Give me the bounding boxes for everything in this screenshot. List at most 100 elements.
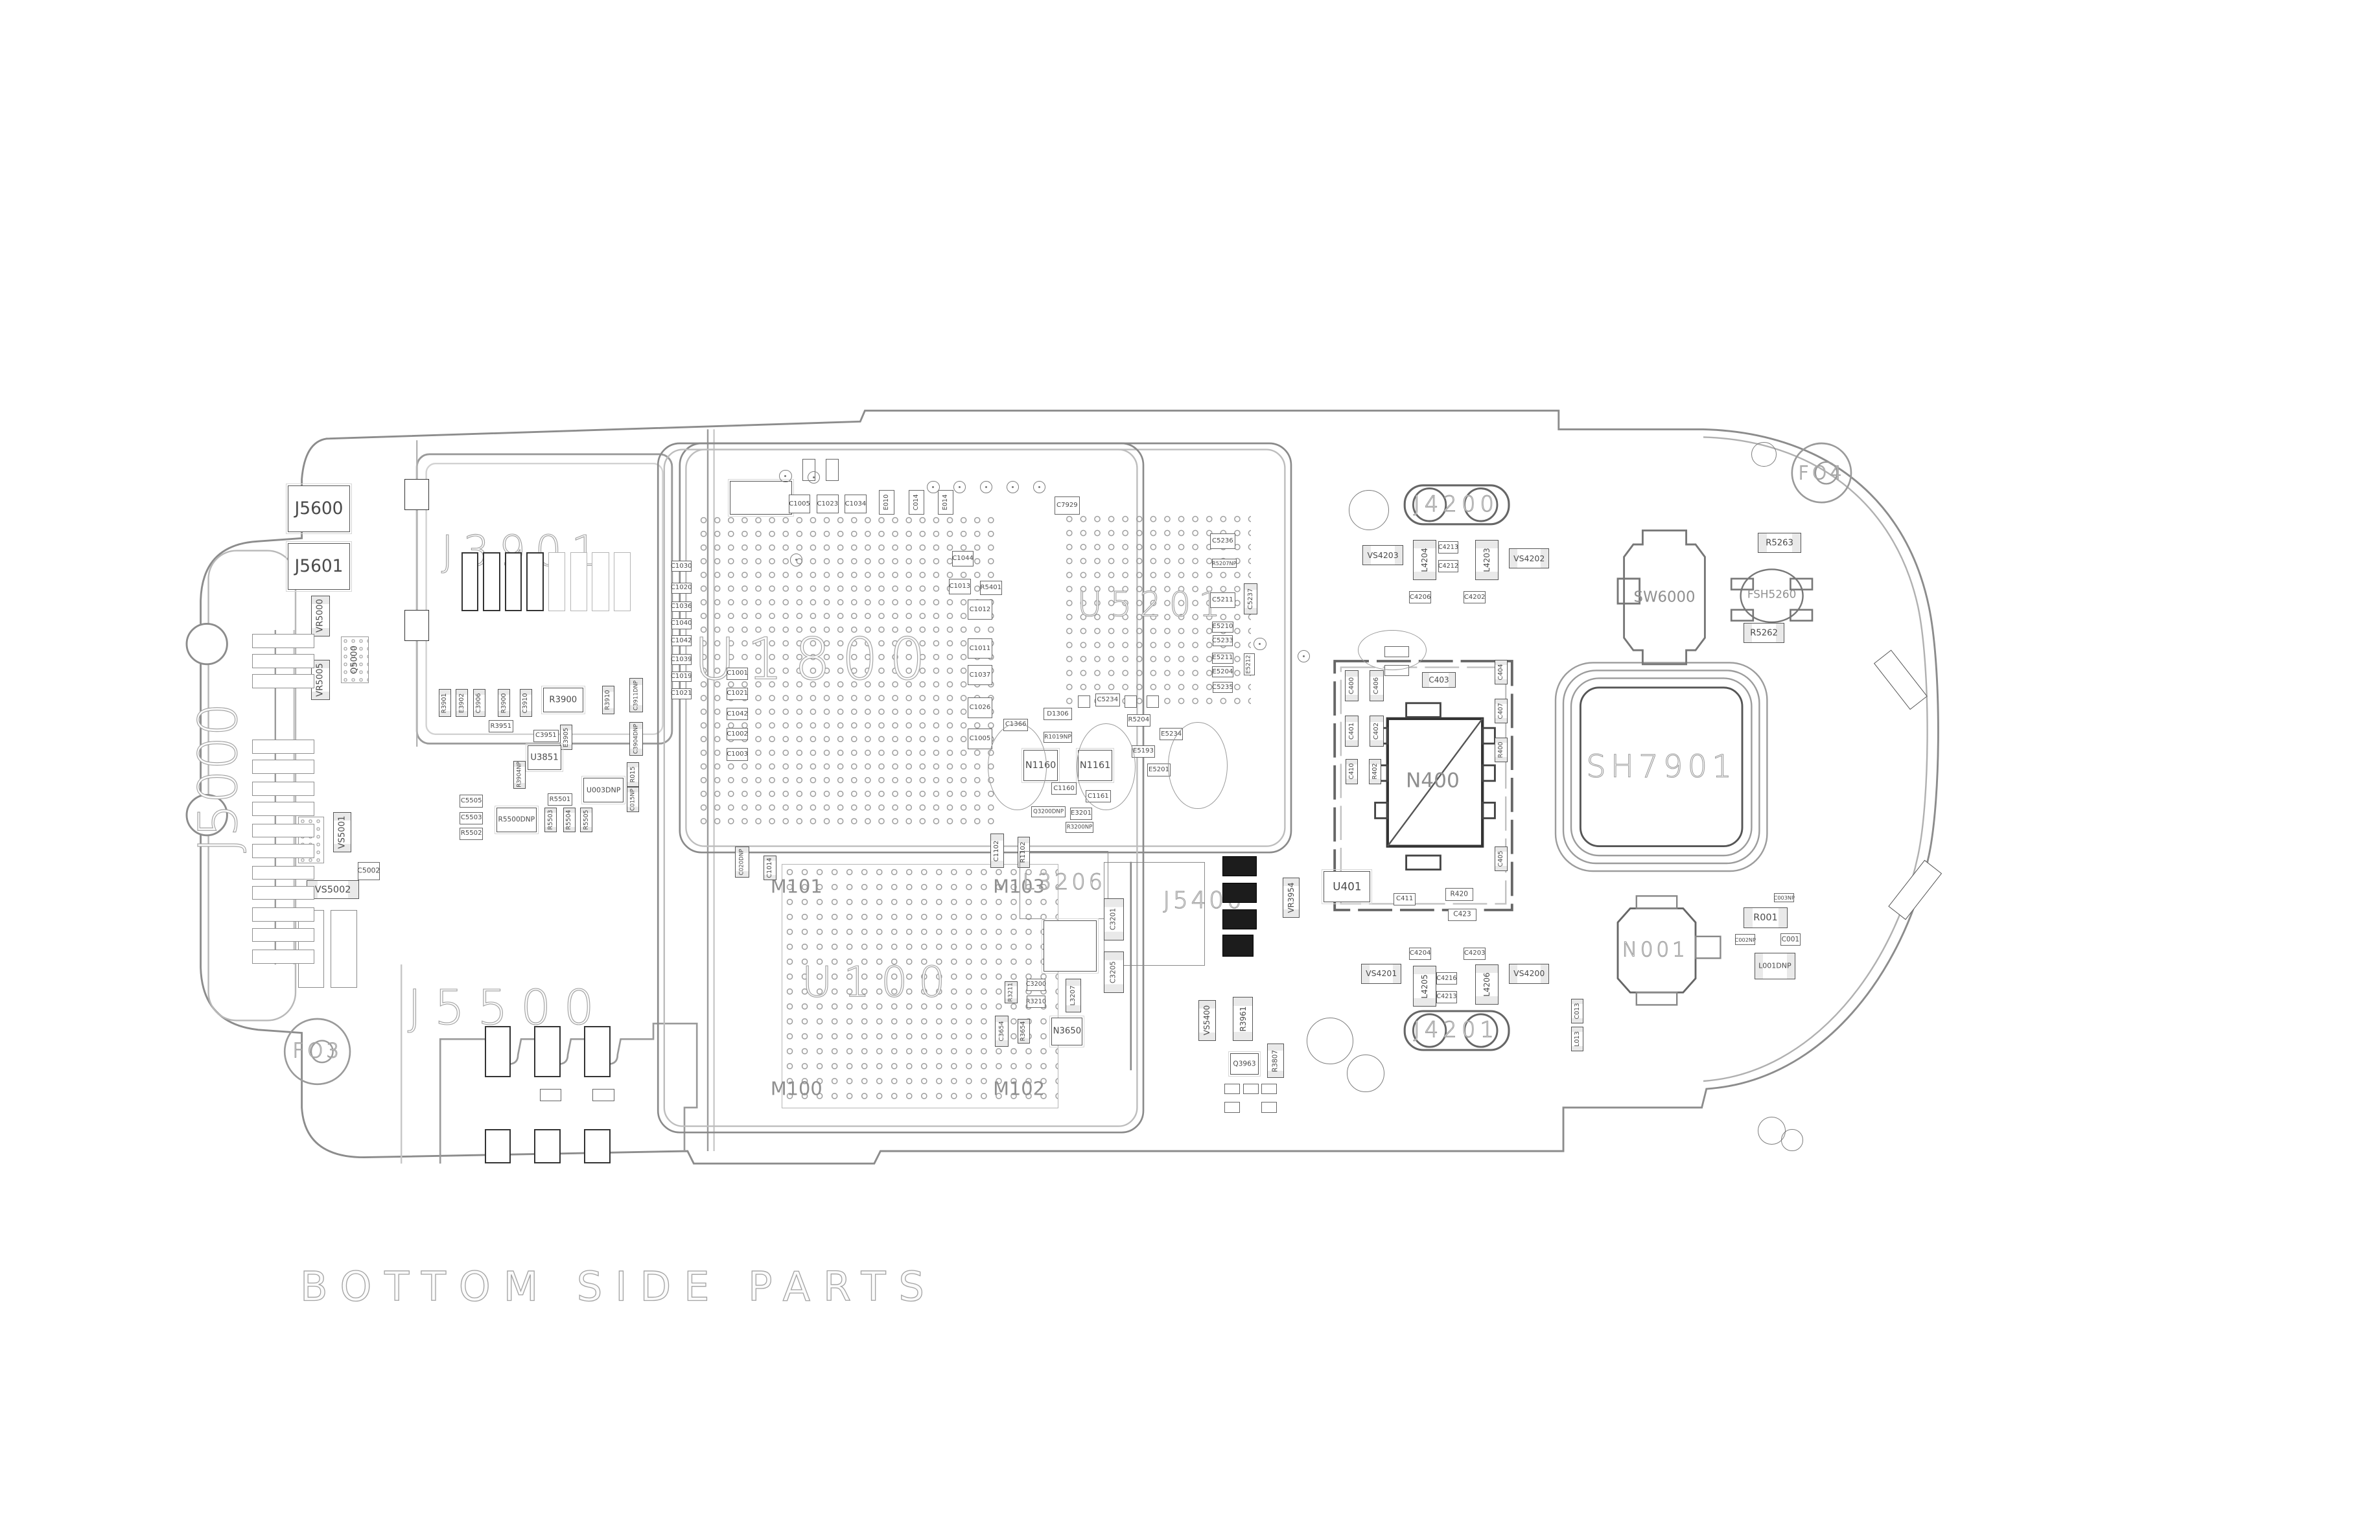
part-vr3954: VR3954 (1282, 877, 1300, 918)
part-label-vs4201: VS4201 (1366, 968, 1397, 979)
part-c002np: C002NP (1734, 934, 1756, 945)
part (592, 1089, 614, 1102)
part-label-c1040: C1040 (670, 620, 692, 627)
part-c5505: C5505 (460, 795, 484, 808)
part-label-c5235: C5235 (1212, 683, 1233, 691)
part-e5201: E5201 (1147, 764, 1171, 776)
part-label-c1036: C1036 (670, 602, 692, 610)
part-u003dnp: U003DNP (581, 775, 626, 805)
part (298, 910, 325, 988)
part-c1042: C1042 (726, 708, 749, 721)
part-l4205: L4205 (1413, 966, 1437, 1007)
part-label-e5204: E5204 (1212, 668, 1233, 675)
part-r5503: R5503 (544, 807, 557, 832)
part (826, 459, 839, 481)
part-label-r3951: R3951 (490, 722, 512, 730)
part-label-c003np: C003NP (1773, 894, 1795, 901)
part-label-e5210: E5210 (1212, 623, 1233, 631)
part-e3902: E3902 (456, 689, 469, 718)
part-r5501: R5501 (547, 793, 573, 806)
part (1297, 650, 1310, 663)
part-label-c406: C406 (1372, 677, 1380, 695)
part-u5253 (727, 478, 794, 517)
part-label-r5503: R5503 (546, 810, 554, 830)
label-m102: M102 (993, 1077, 1045, 1100)
part-c3906: C3906 (472, 689, 485, 718)
part-label-c1001: C1001 (727, 670, 748, 677)
part-label-r5263: R5263 (1766, 537, 1793, 548)
part-e3905: E3905 (560, 725, 573, 750)
part-c3205: C3205 (1103, 951, 1124, 994)
part (1254, 638, 1266, 651)
part (613, 552, 631, 612)
part-c3904dnp: C3904DNP (629, 721, 644, 756)
part-r5262: R5262 (1744, 623, 1784, 644)
part-label-r3654: R3654 (1020, 1021, 1027, 1042)
part-c1030: C1030 (671, 561, 692, 572)
part-c1005: C1005 (967, 729, 993, 749)
part-label-r5501: R5501 (549, 795, 571, 803)
part (526, 552, 544, 612)
part-label-c3904dnp: C3904DNP (633, 723, 640, 754)
part-label-c001: C001 (1781, 935, 1800, 944)
part (1125, 695, 1138, 708)
part-label-u3851: U3851 (530, 752, 559, 763)
part-c4203: C4203 (1464, 947, 1486, 960)
part-label-c014: C014 (912, 494, 920, 511)
part-label-c1014: C1014 (766, 858, 774, 878)
part-label-r5204: R5204 (1128, 716, 1150, 724)
part (251, 844, 314, 858)
part (988, 723, 1047, 811)
part-e5212: E5212 (1243, 653, 1255, 675)
part-l001dnp: L001DNP (1755, 953, 1795, 979)
part-label-e5193: E5193 (1132, 747, 1154, 755)
part-c402: C402 (1370, 716, 1384, 747)
part (251, 760, 314, 774)
part (548, 552, 566, 612)
part-label-c1026: C1026 (969, 703, 991, 711)
part-r3900: R3900 (498, 689, 511, 718)
part-vs4202: VS4202 (1509, 548, 1550, 569)
part-label-c423: C423 (1453, 910, 1471, 918)
part-label-j5600: J5600 (294, 498, 344, 519)
part (1222, 856, 1257, 877)
part (1078, 695, 1091, 708)
part-label-l013: L013 (1573, 1031, 1581, 1047)
part-label-j5601: J5601 (294, 555, 344, 576)
part (1751, 441, 1777, 467)
part-vs4201: VS4201 (1361, 963, 1402, 984)
part-label-c4213: C4213 (1438, 543, 1458, 551)
part-label-l4203: L4203 (1482, 548, 1492, 572)
part-c1021: C1021 (671, 688, 692, 699)
part-l3207: L3207 (1066, 978, 1081, 1013)
part-label-e5201: E5201 (1148, 765, 1170, 773)
part-vr5005: VR5005 (311, 659, 330, 700)
part-c003np: C003NP (1773, 892, 1795, 902)
part (1146, 695, 1159, 708)
part-label-c1102: C1102 (993, 840, 1001, 862)
part-label-c1160: C1160 (1053, 784, 1075, 792)
part-j5601: J5601 (286, 541, 352, 592)
part-label-c3201: C3201 (1110, 908, 1118, 931)
part-c1011: C1011 (967, 638, 993, 659)
part-c1005: C1005 (788, 495, 811, 513)
part-label-c1030: C1030 (670, 562, 692, 570)
part-label-r3961: R3961 (1238, 1006, 1248, 1032)
part (461, 552, 478, 612)
part-label-e3902: E3902 (458, 693, 465, 714)
label-j5500: J5500 (407, 979, 607, 1036)
part (1781, 1129, 1803, 1151)
part-label-c002np: C002NP (1734, 936, 1756, 943)
part (1032, 480, 1045, 493)
part-c5235: C5235 (1212, 682, 1233, 694)
part-c1002: C1002 (726, 728, 749, 741)
part-vs4200: VS4200 (1509, 963, 1550, 984)
part-label-r400: R400 (1497, 741, 1505, 758)
part-r3807: R3807 (1266, 1044, 1285, 1079)
part-label-vr5000: VR5000 (315, 599, 325, 633)
part-label-r3900: R3900 (549, 695, 578, 705)
part-label-c3910: C3910 (522, 693, 530, 714)
part-c1160: C1160 (1051, 782, 1077, 795)
part-vr5000: VR5000 (311, 596, 330, 636)
part-e3201: E3201 (1070, 807, 1092, 820)
